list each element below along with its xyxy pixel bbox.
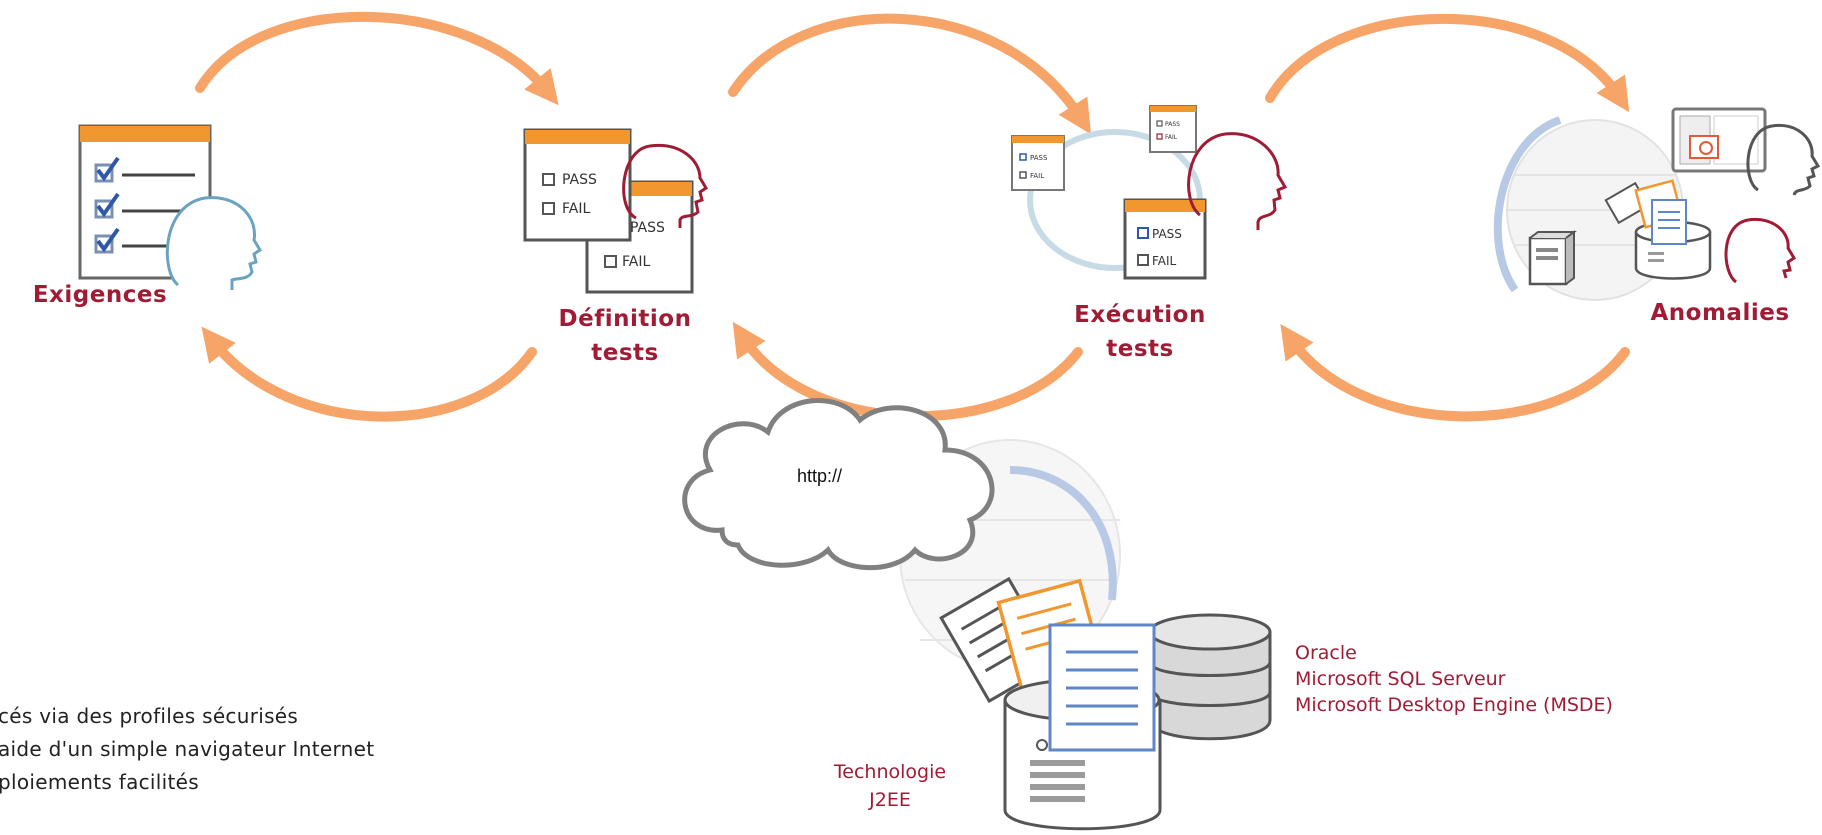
card-fail-label: FAIL (622, 254, 650, 270)
server-small-icon (1528, 230, 1577, 286)
stage-label-anomalies: Anomalies (1650, 300, 1790, 326)
forward-arrows (195, 11, 1630, 135)
card-pass-label: PASS (1165, 121, 1180, 128)
card-pass-label: PASS (1152, 227, 1182, 241)
stage-label-definition-line2: tests (591, 340, 659, 366)
user-head-icon (165, 196, 263, 290)
card-fail-label: FAIL (562, 201, 590, 217)
card-pass-label: PASS (630, 220, 665, 236)
technology-line1: Technologie (833, 761, 947, 783)
feature-easy-deployment: ploiements facilités (0, 770, 199, 794)
database-icon (1148, 613, 1272, 741)
backward-arrows (201, 321, 1630, 422)
execution-card-top-icon: PASS FAIL (1149, 105, 1197, 153)
stage-label-execution-line2: tests (1106, 336, 1174, 362)
stage-label-definition: Définition tests (535, 302, 715, 370)
card-fail-label: FAIL (1030, 172, 1044, 180)
reporter-head-icon (1724, 217, 1797, 284)
card-pass-label: PASS (562, 172, 597, 188)
cloud-icon (682, 398, 995, 571)
database-item-msde: Microsoft Desktop Engine (MSDE) (1295, 694, 1613, 716)
arrow-execution-to-anomalies (1265, 13, 1630, 113)
support-head-icon (1746, 123, 1821, 196)
stage-label-execution-line1: Exécution (1074, 302, 1206, 328)
main-document-icon (1048, 623, 1156, 752)
database-list: Oracle Microsoft SQL Serveur Microsoft D… (1295, 640, 1613, 718)
stage-label-execution: Exécution tests (1050, 298, 1230, 366)
card-fail-label: FAIL (1152, 254, 1177, 268)
database-item-oracle: Oracle (1295, 642, 1357, 664)
execution-card-main-icon: PASS FAIL (1123, 198, 1207, 280)
stage-label-exigences: Exigences (32, 282, 168, 308)
execution-card-left-icon: PASS FAIL (1011, 135, 1065, 191)
arrow-definition-to-exigences (201, 326, 537, 422)
feature-secure-profiles: cés via des profiles sécurisés (0, 704, 299, 728)
arrow-definition-to-execution (728, 13, 1092, 135)
stage-label-definition-line1: Définition (558, 306, 692, 332)
card-pass-label: PASS (1030, 154, 1048, 162)
arrow-anomalies-to-execution (1280, 323, 1630, 422)
test-card-front-icon: PASS FAIL (523, 128, 632, 242)
arrow-exigences-to-definition (195, 11, 559, 106)
documents-small-icon (1604, 179, 1687, 245)
monitor-icon (1671, 107, 1767, 173)
tester-head-icon (622, 143, 709, 228)
card-fail-label: FAIL (1165, 134, 1178, 141)
database-item-sqlserver: Microsoft SQL Serveur (1295, 668, 1506, 690)
technology-label: Technologie J2EE (815, 758, 965, 814)
technology-line2: J2EE (869, 789, 911, 811)
feature-browser-access: aide d'un simple navigateur Internet (0, 737, 375, 761)
executor-head-icon (1187, 132, 1288, 230)
cloud-http-label: http:// (797, 466, 843, 486)
